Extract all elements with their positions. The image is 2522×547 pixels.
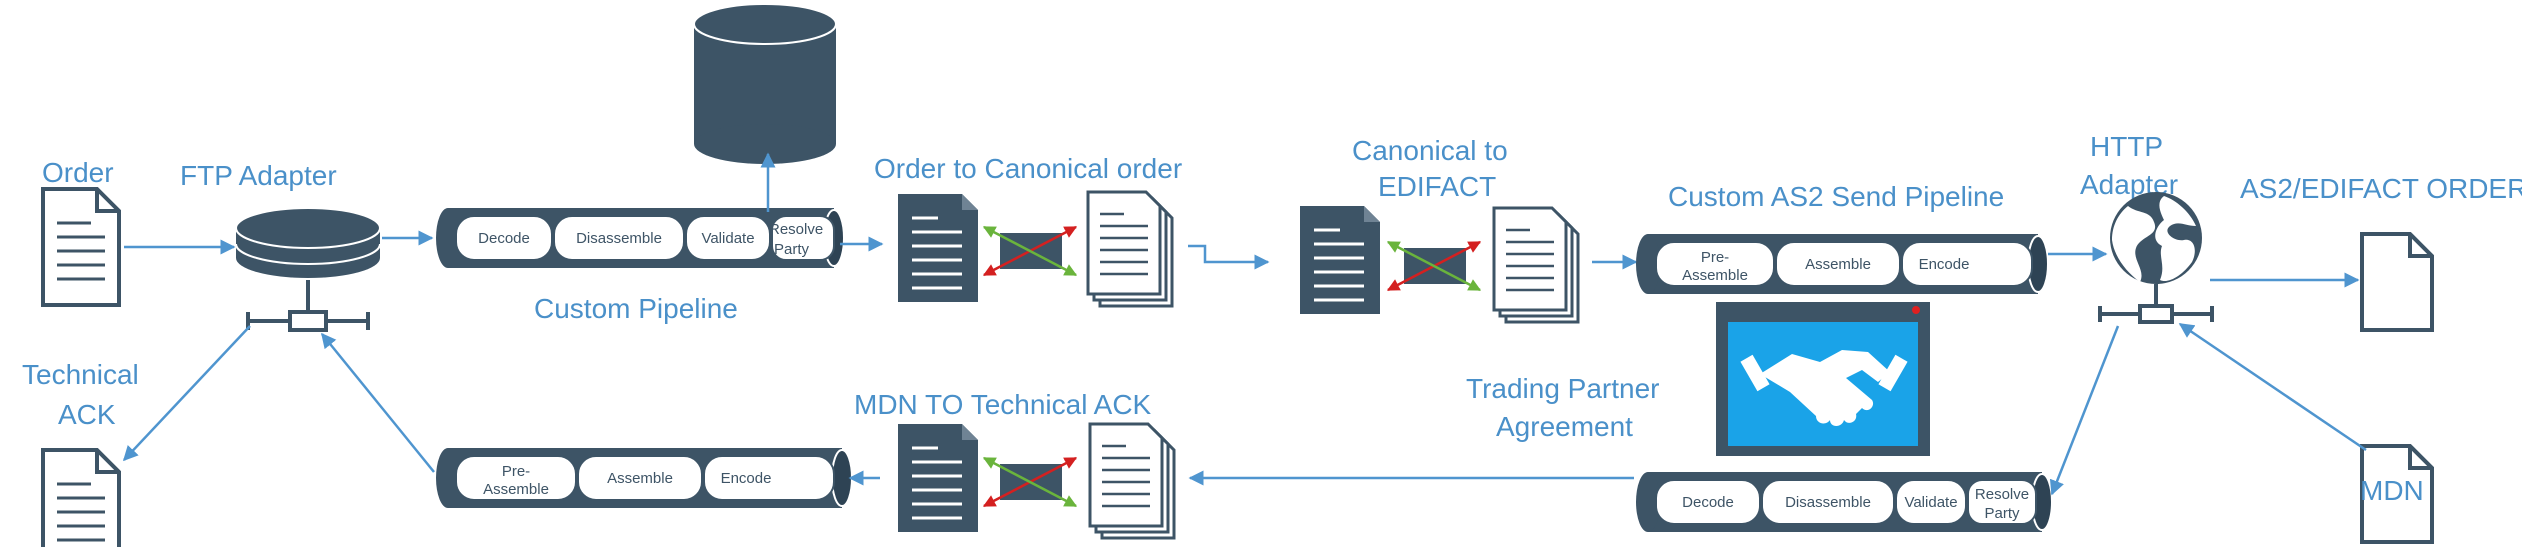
- source-document-icon: [896, 192, 980, 304]
- mdn-to-technical-ack-label: MDN TO Technical ACK: [854, 389, 1152, 420]
- stage-label: Disassemble: [576, 230, 662, 247]
- stage-label: Assemble: [1805, 256, 1871, 273]
- pipeline-stage-assemble: [577, 455, 703, 501]
- technical-ack-document-icon: [41, 448, 121, 547]
- map-icon: [984, 458, 1076, 506]
- arrow-pipeline-to-ftp: [321, 332, 435, 473]
- stage-label: Pre-: [1701, 249, 1729, 266]
- stage-label: Decode: [1682, 494, 1734, 511]
- pipeline-stage-resolve-party: [771, 215, 835, 261]
- http-adapter-label: HTTP: [2090, 131, 2163, 162]
- stage-label: Validate: [1904, 494, 1957, 511]
- stage-label: Encode: [721, 470, 772, 487]
- handshake-icon: [1716, 302, 1930, 456]
- arrow-http-to-receive-pipeline: [2049, 325, 2120, 496]
- stage-label: Assemble: [483, 481, 549, 498]
- mdn-label: MDN: [2360, 475, 2424, 506]
- canonical-to-edifact-label: EDIFACT: [1378, 171, 1496, 202]
- destination-documents-icon: [1492, 206, 1580, 324]
- order-document-icon: [41, 187, 121, 307]
- stage-label: Party: [1984, 505, 2020, 522]
- pipeline-stage-encode: [1901, 241, 2033, 287]
- database-icon: [693, 3, 837, 164]
- order-label: Order: [42, 157, 114, 188]
- ftp-adapter-label: FTP Adapter: [180, 160, 337, 191]
- pipeline-stage-validate: [685, 215, 771, 261]
- source-document-icon: [1298, 204, 1382, 316]
- stage-label: Encode: [1919, 256, 1970, 273]
- stage-label: Resolve: [769, 221, 823, 238]
- stage-label: Party: [774, 241, 810, 258]
- source-document-icon: [896, 422, 980, 534]
- map-icon: [984, 227, 1076, 275]
- stage-label: Resolve: [1975, 486, 2029, 503]
- pipeline-stage-pre-assemble: [1655, 241, 1775, 287]
- destination-documents-icon: [1086, 190, 1174, 308]
- custom-pipeline: Decode Disassemble Validate Resolve Part…: [435, 207, 845, 269]
- arrow-ftp-to-technical-ack: [122, 325, 251, 462]
- pipeline-stage-assemble: [1775, 241, 1901, 287]
- arrow-mdn-to-http: [2178, 322, 2367, 452]
- pipeline-stage-disassemble: [553, 215, 685, 261]
- as2-edifact-order-label: AS2/EDIFACT ORDER: [2240, 173, 2522, 204]
- pipeline-stage-resolve-party: [1967, 479, 2037, 525]
- pipeline-stage-validate: [1895, 479, 1967, 525]
- custom-as2-send-pipeline: Pre- Assemble Assemble Encode: [1636, 234, 2049, 294]
- canonical-to-edifact-label: Canonical to: [1352, 135, 1508, 166]
- trading-partner-agreement-label: Agreement: [1496, 411, 1633, 442]
- stage-label: Assemble: [1682, 267, 1748, 284]
- destination-documents-icon: [1088, 422, 1176, 540]
- stage-label: Decode: [478, 230, 530, 247]
- as2-edifact-order-document-icon: [2360, 232, 2434, 332]
- trading-partner-agreement-label: Trading Partner: [1466, 373, 1660, 404]
- receive-pipeline: Decode Disassemble Validate Resolve Part…: [1636, 472, 2053, 532]
- ftp-adapter-icon: [235, 207, 381, 332]
- technical-ack-label: ACK: [58, 399, 116, 430]
- stage-label: Validate: [701, 230, 754, 247]
- stage-label: Pre-: [502, 463, 530, 480]
- custom-pipeline-label: Custom Pipeline: [534, 293, 738, 324]
- custom-as2-send-pipeline-label: Custom AS2 Send Pipeline: [1668, 181, 2004, 212]
- pipeline-stage-decode: [455, 215, 553, 261]
- stage-label: Assemble: [607, 470, 673, 487]
- pipeline-stage-encode: [703, 455, 835, 501]
- send-pipeline: Pre- Assemble Assemble Encode: [436, 448, 853, 508]
- technical-ack-label: Technical: [22, 359, 139, 390]
- stage-label: Disassemble: [1785, 494, 1871, 511]
- pipeline-stage-disassemble: [1761, 479, 1895, 525]
- pipeline-stage-decode: [1655, 479, 1761, 525]
- pipeline-stage-pre-assemble: [455, 455, 577, 501]
- http-adapter-globe-icon: [2098, 192, 2214, 324]
- arrow-map-to-edifact-map: [1188, 244, 1270, 270]
- map-icon: [1388, 242, 1480, 290]
- order-to-canonical-label: Order to Canonical order: [874, 153, 1182, 184]
